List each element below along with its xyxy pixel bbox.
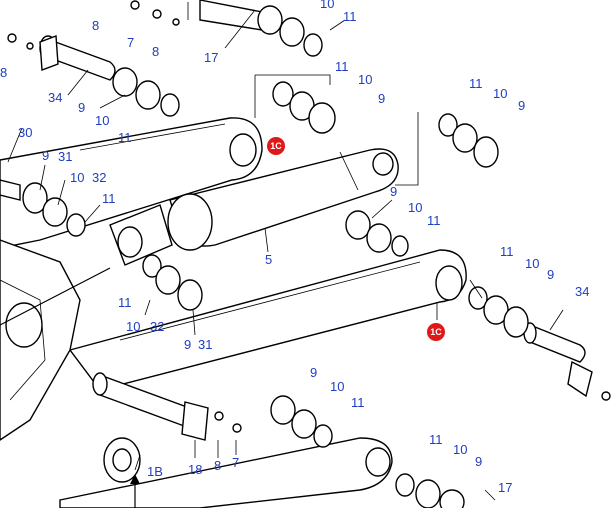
part-label: 11 [427,213,441,228]
part-label: 11 [429,432,443,447]
bolt-icons [7,0,611,433]
part-label: 11 [469,76,483,91]
pin-top-left [39,35,116,81]
part-label: 9 [42,148,49,163]
pin-left [0,179,21,201]
part-label: 34 [48,90,62,105]
part-label: 31 [58,149,72,164]
part-label: 10 [358,72,372,87]
part-label: 11 [500,244,514,259]
part-label: 9 [475,454,482,469]
washer-stack-top [257,5,323,57]
part-label: 7 [232,455,239,470]
washer-stack-bottom-mid [270,395,333,448]
part-label: 9 [390,184,397,199]
part-label: 11 [351,395,365,410]
part-label: 11 [335,59,349,74]
part-label: 10 [453,442,467,457]
pin-right [523,322,593,398]
part-label: 30 [18,125,32,140]
washer-stack-center-left [142,254,203,311]
part-label: 17 [204,50,218,65]
part-label: 34 [575,284,589,299]
badge-1c-top-text: 1C [270,141,282,151]
part-label: 31 [198,337,212,352]
part-label: 9 [518,98,525,113]
pin-top-right [199,0,263,31]
part-label: 9 [78,100,85,115]
part-label: 11 [118,295,132,310]
washer-stack-right-top [438,113,499,168]
part-label: 7 [127,35,134,50]
washer-stack-upper-mid [272,81,336,134]
part-label: 10 [525,256,539,271]
part-label: 11 [343,9,357,24]
washer-stack-bottom-right [395,473,465,508]
part-label: 9 [547,267,554,282]
part-label: 5 [265,252,272,267]
lower-boom-arm [68,249,467,391]
arrow-icon [130,474,140,508]
part-label: 11 [118,130,132,145]
part-label: 10 [320,0,334,11]
badge-1c-bottom: 1C [427,323,445,341]
left-frame [0,239,111,441]
part-label: 18 [188,462,202,477]
part-label: 17 [498,480,512,495]
washer-stack-right [468,286,529,338]
part-label: 10 [408,200,422,215]
washer-stack-center [345,210,409,257]
part-label: 8 [92,18,99,33]
part-label: 10 [493,86,507,101]
part-label: 11 [102,191,116,206]
badge-1c-bottom-text: 1C [430,327,442,337]
washer-stack-left-top [112,67,180,117]
badge-1c-top: 1C [267,137,285,155]
part-label: 8 [0,65,7,80]
part-label: 10 [126,319,140,334]
part-label: 1B [147,464,163,479]
part-label: 9 [184,337,191,352]
washer-stack-left [22,182,86,237]
part-label: 32 [92,170,106,185]
pin-center-bottom [92,372,209,441]
part-label: 10 [70,170,84,185]
part-label: 10 [330,379,344,394]
part-label: 9 [310,365,317,380]
bottom-bracket [59,437,393,508]
part-labels: 8 7 8 10 11 17 8 34 9 10 11 10 9 30 9 31… [0,0,589,495]
part-label: 9 [378,91,385,106]
part-label: 32 [150,319,164,334]
part-label: 8 [152,44,159,59]
leader-lines [7,2,564,501]
hydraulic-cylinder [109,148,399,266]
part-label: 10 [95,113,109,128]
part-label: 8 [214,458,221,473]
